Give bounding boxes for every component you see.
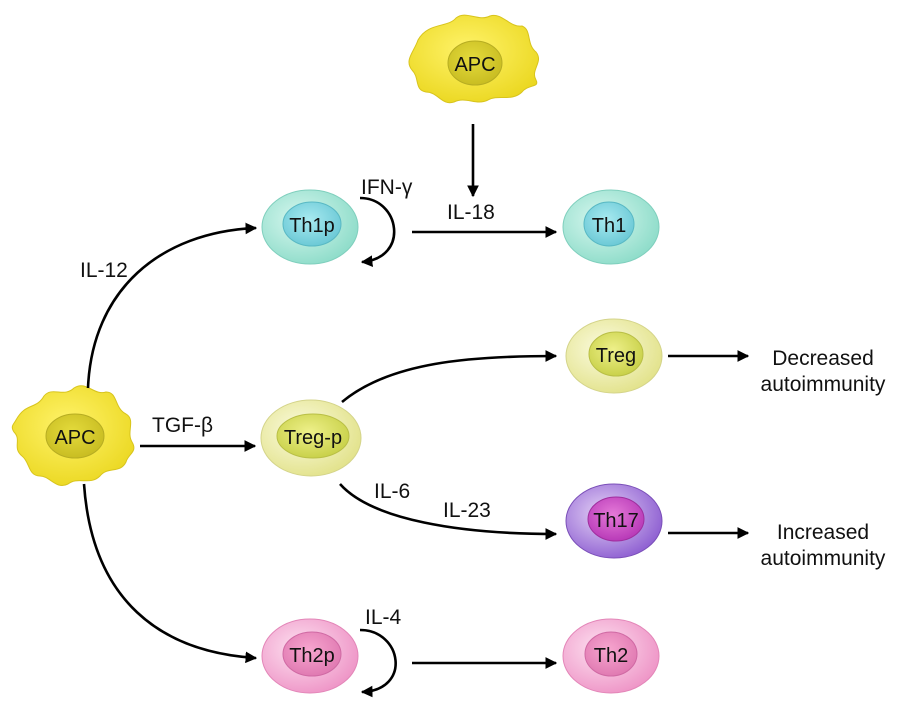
ifn-gamma-feedback-loop <box>359 196 396 267</box>
th17-label: Th17 <box>593 510 639 532</box>
arrow-apc-to-th2p <box>82 483 258 664</box>
treg-p-cell: Treg-p <box>260 399 362 477</box>
il6-label: IL-6 <box>374 480 410 503</box>
il12-label: IL-12 <box>80 259 128 282</box>
th1p-label: Th1p <box>289 215 335 237</box>
increased-line2: autoimmunity <box>761 547 886 570</box>
th2p-label: Th2p <box>289 645 335 667</box>
apc-left-label: APC <box>54 427 95 449</box>
il18-label: IL-18 <box>447 201 495 224</box>
treg-p-label: Treg-p <box>284 427 342 449</box>
ifn-gamma-label: IFN-γ <box>361 176 413 199</box>
th1-label: Th1 <box>592 215 626 237</box>
decreased-line2: autoimmunity <box>761 373 886 396</box>
apc-cell-top: APC <box>408 14 540 104</box>
treg-cell: Treg <box>565 318 663 394</box>
th2p-cell: Th2p <box>261 618 359 694</box>
arrow-treg-p-to-treg <box>341 350 558 403</box>
il4-feedback-loop <box>359 628 397 698</box>
arrow-apc-to-th1p <box>86 222 258 389</box>
il23-label: IL-23 <box>443 499 491 522</box>
increased-line1: Increased <box>777 521 869 544</box>
th1-cell: Th1 <box>562 189 660 265</box>
th1p-cell: Th1p <box>261 189 359 265</box>
il4-label: IL-4 <box>365 606 402 629</box>
th17-cell: Th17 <box>565 483 663 559</box>
treg-label: Treg <box>596 345 636 367</box>
apc-cell-left: APC <box>11 385 135 486</box>
decreased-line1: Decreased <box>772 347 874 370</box>
apc-top-label: APC <box>454 54 495 76</box>
arrow-treg-p-to-th17 <box>339 483 558 540</box>
th2-label: Th2 <box>594 645 628 667</box>
tgf-beta-label: TGF-β <box>152 414 213 437</box>
th2-cell: Th2 <box>562 618 660 694</box>
